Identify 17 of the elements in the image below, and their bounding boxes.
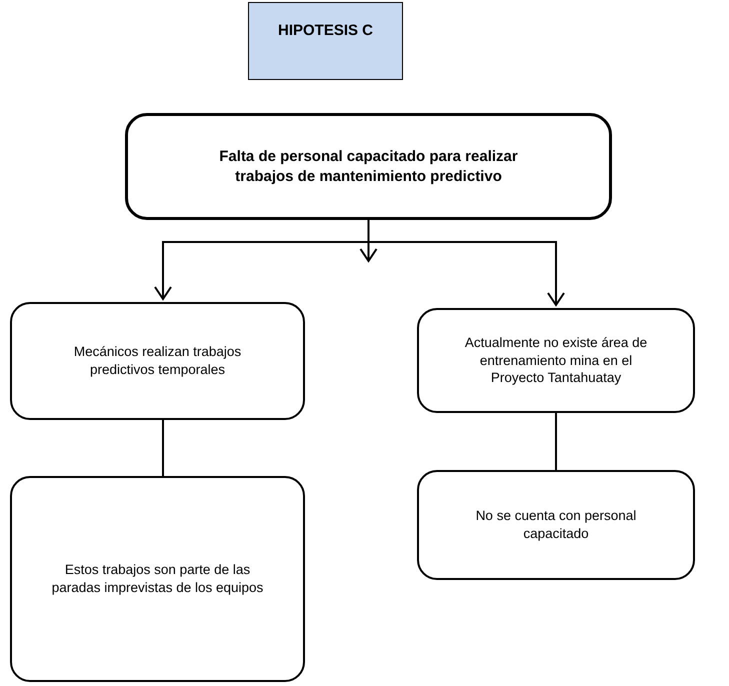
process-box (417, 470, 695, 580)
box-text: Falta de personal capacitado para realizar trabajos de mantenimiento predictivo (218, 147, 519, 186)
title-box (248, 2, 403, 80)
box-text: Actualmente no existe área de entrenamiento mina en el Proyecto Tantahuatay (464, 334, 648, 387)
box-text: Estos trabajos son parte de las paradas imprevistas de los equipos (50, 561, 264, 597)
process-box (125, 113, 612, 220)
title-text: HIPOTESIS C (278, 21, 374, 40)
box-text: Mecánicos realizan trabajos predictivos temporales (72, 343, 242, 379)
box-text: No se cuenta con personal capacitado (474, 507, 638, 543)
arrow (154, 241, 368, 300)
arrow (360, 220, 378, 262)
process-box (417, 308, 695, 413)
process-box (10, 476, 305, 682)
connector-line (162, 420, 164, 476)
connector-line (555, 413, 557, 470)
arrow (368, 241, 565, 306)
process-box (10, 302, 305, 420)
